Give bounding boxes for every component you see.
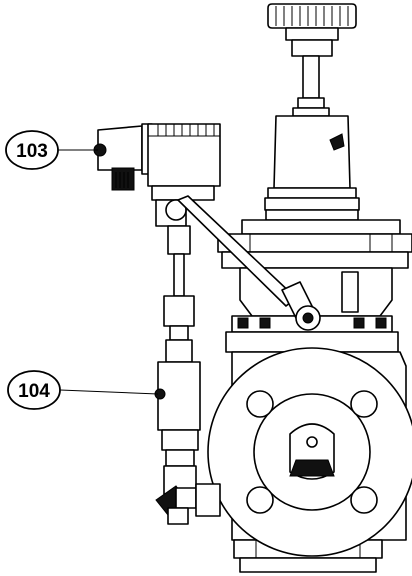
main-valve-cover — [217, 219, 412, 317]
pilot-tubing — [177, 195, 321, 331]
callout-103: 103 — [5, 130, 98, 170]
needle-valve — [154, 339, 201, 495]
callout-104: 104 — [7, 370, 159, 410]
solenoid-valve — [93, 123, 221, 227]
callout-104-label: 104 — [18, 381, 50, 402]
callout-103-label: 103 — [16, 141, 48, 162]
body-top-flange — [225, 315, 399, 353]
pilot-bonnet — [264, 115, 360, 221]
handwheel — [267, 3, 357, 57]
bottom-fitting — [155, 483, 221, 525]
vertical-tubing — [163, 225, 195, 341]
valve-stem — [292, 55, 330, 117]
inlet-flange — [207, 347, 412, 557]
